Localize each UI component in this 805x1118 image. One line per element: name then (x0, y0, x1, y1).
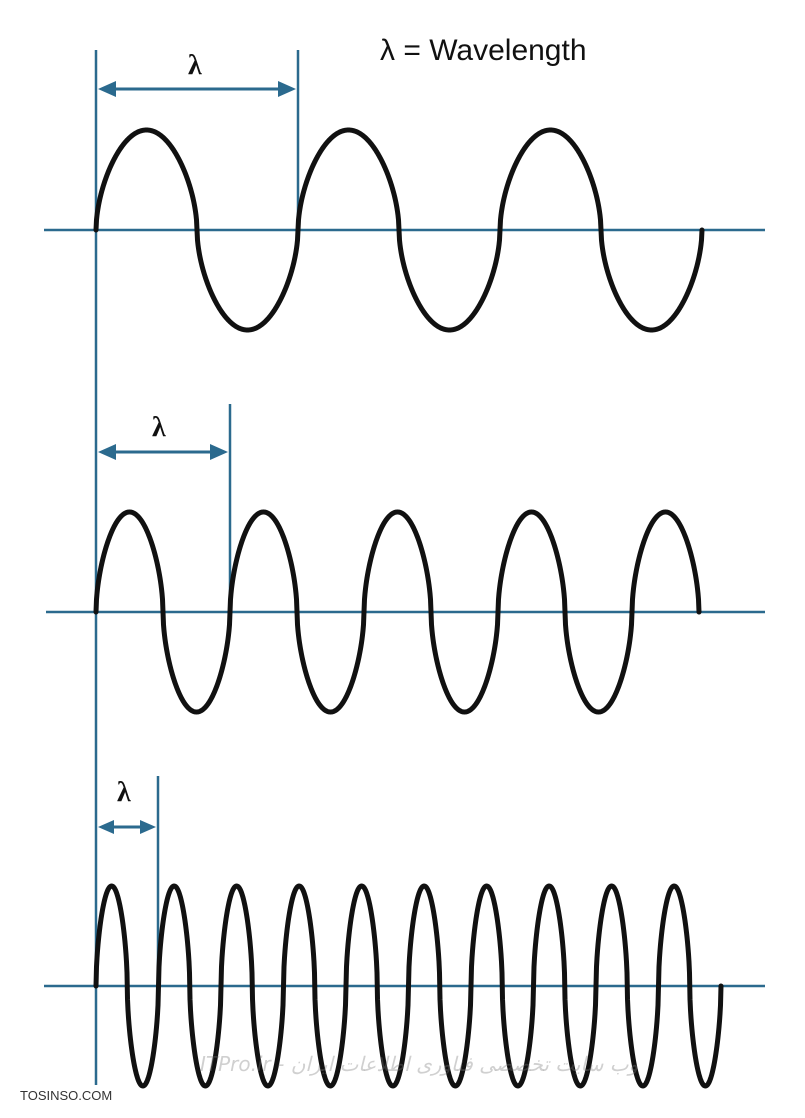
wavelength-arrow-1 (98, 81, 296, 97)
wavelength-arrow-3 (98, 820, 156, 834)
sine-wave-1 (93, 127, 705, 333)
wave-panel-2 (46, 404, 765, 715)
sine-wave-2 (93, 509, 702, 715)
lambda-label-1: λ (188, 50, 202, 81)
sine-wave-3 (93, 883, 724, 1089)
watermark-center: ITPro.ir - وب سایت تخصصی فناوری اطلاعات … (200, 1052, 639, 1076)
wave-panel-1 (44, 50, 765, 333)
lambda-label-2: λ (152, 412, 166, 443)
wavelength-arrow-2 (98, 444, 228, 460)
legend-text: Wavelength (429, 34, 587, 67)
legend: λ = Wavelength (380, 34, 587, 68)
legend-symbol: λ (380, 34, 395, 67)
watermark-site: TOSINSO.COM (20, 1088, 113, 1103)
lambda-label-3: λ (117, 777, 131, 808)
wave-panel-3 (44, 776, 765, 1089)
legend-equals: = (395, 34, 430, 67)
